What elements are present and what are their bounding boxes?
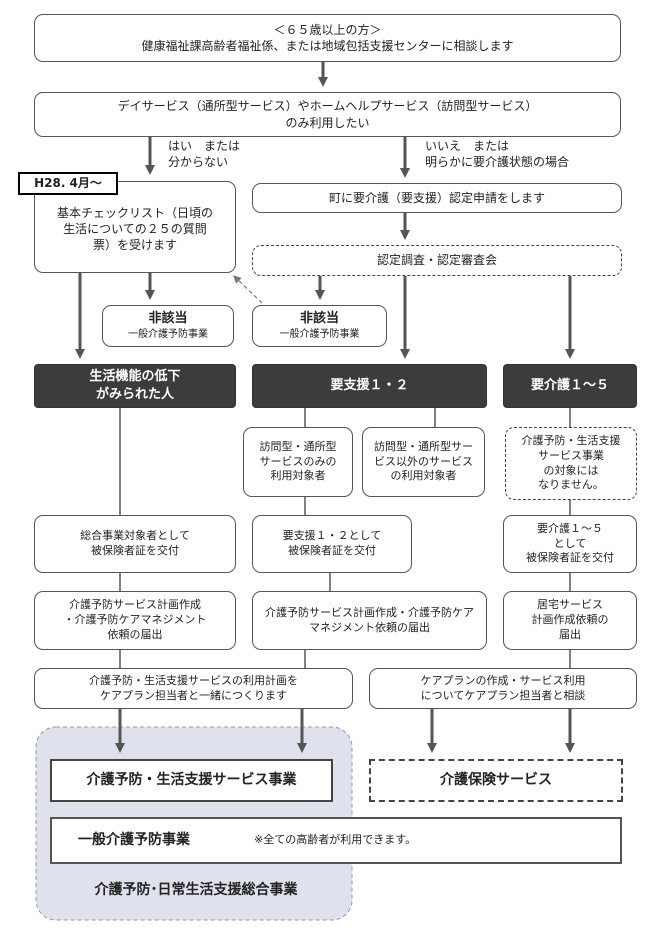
insurance-care-box: 要介護１～５ として 被保険者証を交付 (503, 515, 637, 573)
date-tag: H28. 4月～ (18, 172, 118, 195)
day-service-box: デイサービス（通所型サービス）やホームヘルプサービス（訪問型サービス）のみ利用し… (34, 92, 621, 137)
care-dark-box: 要介護１～５ (503, 364, 637, 408)
branch-no-label: いいえ または 明らかに要介護状態の場合 (425, 139, 570, 169)
visit-only-box: 訪問型・通所型 サービスのみの 利用対象者 (243, 427, 353, 497)
plan-general-box: 介護予防サービス計画作成 ・介護予防ケアマネジメント 依頼の届出 (34, 591, 236, 650)
top-line2: 健康福祉課高齢者福祉係、または地域包括支援センターに相談します (141, 39, 514, 53)
branch-yes-label: はい または 分からない (168, 139, 241, 169)
insurance-general-box: 総合事業対象者として 被保険者証を交付 (34, 515, 236, 573)
general-project-box: 一般介護予防事業 ※全ての高齢者が利用できます。 (50, 817, 622, 864)
na1-title: 非該当 (148, 311, 188, 327)
support-dark-box: 要支援１・２ (252, 364, 487, 408)
not-applicable-box-1: 非該当一般介護予防事業 (102, 305, 234, 347)
insurance-support-box: 要支援１・２として 被保険者証を交付 (252, 515, 412, 573)
survey-box: 認定調査・認定審査会 (252, 245, 622, 276)
arrow-na2-to-checklist-dashed (233, 275, 263, 304)
plan-care-box: 居宅サービス 計画作成依頼の 届出 (503, 591, 637, 650)
top-consult-box: ＜６５歳以上の方＞ 健康福祉課高齢者福祉係、または地域包括支援センターに相談します (34, 14, 621, 62)
insurance-service-box: 介護保険サービス (369, 759, 623, 802)
top-line1: ＜６５歳以上の方＞ (273, 22, 382, 37)
application-box: 町に要介護（要支援）認定申請をします (252, 183, 622, 213)
plan-support-box: 介護予防サービス計画作成・介護予防ケア マネジメント依頼の届出 (252, 591, 487, 650)
na2-sub: 一般介護予防事業 (279, 329, 360, 341)
comprehensive-project-label: 介護予防･日常生活支援総合事業 (94, 882, 298, 898)
general-project-note: ※全ての高齢者が利用できます。 (254, 833, 417, 847)
na2-title: 非該当 (299, 311, 339, 327)
checklist-box: 基本チェックリスト（日頃の 生活についての２５の質問 票）を受けます (34, 181, 236, 273)
not-applicable-box-2: 非該当一般介護予防事業 (252, 305, 387, 347)
na1-sub: 一般介護予防事業 (128, 329, 208, 341)
care-not-target-box: 介護予防・生活支援 サービス事業 の対象には なりません。 (505, 427, 637, 500)
decline-dark-box: 生活機能の低下 がみられた人 (34, 364, 236, 408)
visit-other-box: 訪問型・通所型サー ビス以外のサービス の利用対象者 (362, 427, 485, 497)
usage-plan-right-box: ケアプランの作成・サービス利用 についてケアプラン担当者と相談 (369, 668, 637, 709)
service-project-box: 介護予防・生活支援サービス事業 (50, 759, 333, 802)
general-project-title: 一般介護予防事業 (78, 832, 190, 849)
usage-plan-left-box: 介護予防・生活支援サービスの利用計画を ケアプラン担当者と一緒につくります (34, 668, 353, 709)
day-line2: のみ利用したい (285, 115, 370, 130)
day-line1: デイサービス（通所型サービス）やホームヘルプサービス（訪問型サービス） (117, 99, 538, 114)
